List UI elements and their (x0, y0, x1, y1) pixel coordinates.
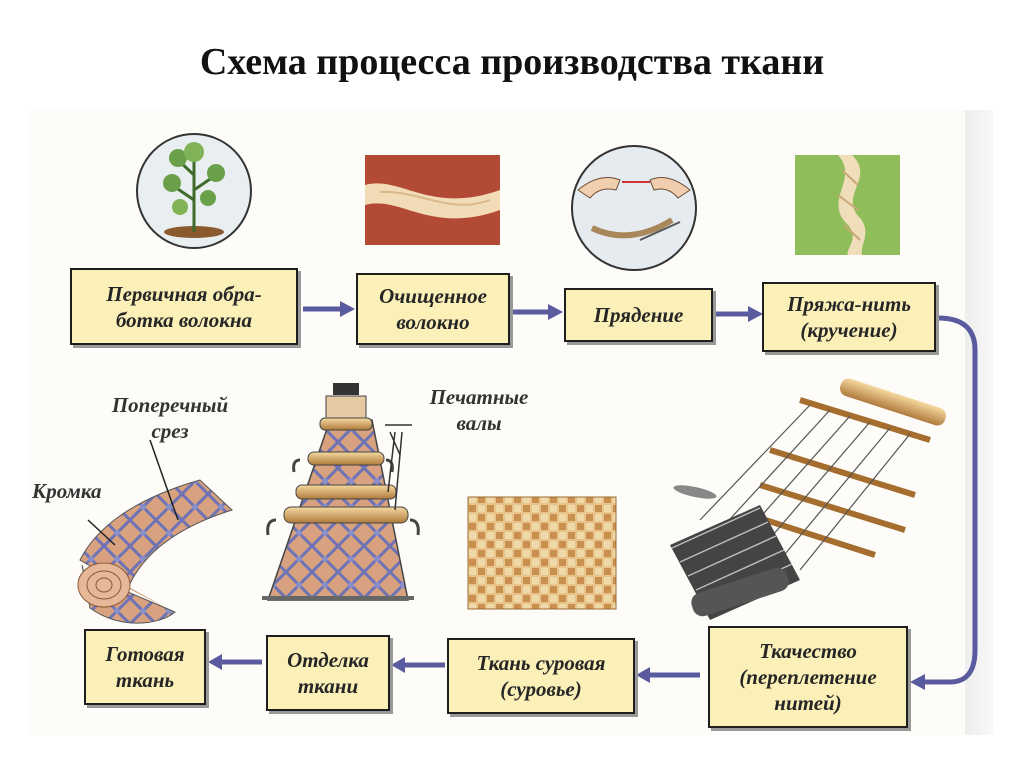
step-spinning-label: Прядение (593, 303, 684, 327)
step-weaving-label: Ткачество (переплетение нитей) (739, 639, 877, 715)
printing-machine-icon (262, 383, 420, 601)
step-finished-fabric-label: Готовая ткань (105, 642, 185, 692)
step-yarn-thread-label: Пряжа-нить (кручение) (787, 292, 911, 342)
step-yarn-thread: Пряжа-нить (кручение) (762, 282, 936, 352)
page-title: Схема процесса производства ткани (199, 41, 825, 83)
fiber-strand-icon (365, 155, 500, 245)
cotton-plant-icon (136, 133, 252, 249)
step-raw-fabric-label: Ткань суровая (суровье) (476, 651, 606, 701)
label-edge: Кромка (32, 479, 102, 503)
step-spinning: Прядение (564, 288, 713, 342)
step-primary-processing: Первичная обра- ботка волокна (70, 268, 298, 345)
step-finished-fabric: Готовая ткань (84, 629, 206, 705)
hands-spinning-icon (571, 145, 697, 271)
step-finishing: Отделка ткани (266, 635, 390, 711)
label-print-rollers: Печатные валы (429, 385, 529, 435)
woven-fabric-icon (467, 496, 617, 610)
step-cleaned-fiber: Очищенное волокно (356, 273, 510, 345)
label-cross-section: Поперечный срез (111, 393, 229, 443)
step-finishing-label: Отделка ткани (287, 648, 369, 698)
step-primary-processing-label: Первичная обра- ботка волокна (106, 281, 262, 332)
fabric-roll-icon (77, 439, 233, 624)
step-cleaned-fiber-label: Очищенное волокно (379, 284, 487, 334)
loom-icon (670, 378, 947, 620)
panel-edge (965, 110, 993, 735)
step-raw-fabric: Ткань суровая (суровье) (447, 638, 635, 714)
twisted-yarn-icon (795, 155, 900, 255)
flow-arrows (208, 301, 978, 690)
step-weaving: Ткачество (переплетение нитей) (708, 626, 908, 728)
